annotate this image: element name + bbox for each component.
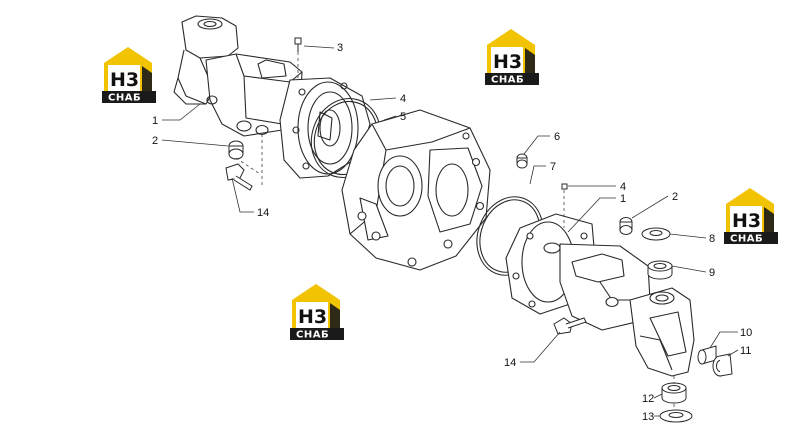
watermark-logo: Н3 СНАБ bbox=[102, 47, 156, 104]
callout-label: 3 bbox=[337, 42, 343, 54]
leader-lines bbox=[161, 45, 739, 417]
logo-mark: Н3 bbox=[298, 306, 327, 328]
logo-caption: СНАБ bbox=[108, 93, 141, 104]
bushing-12 bbox=[661, 382, 687, 404]
callout-label: 14 bbox=[257, 207, 269, 219]
logo-mark: Н3 bbox=[732, 210, 761, 232]
plug-2-left bbox=[228, 140, 244, 160]
callout-label: 13 bbox=[642, 411, 654, 423]
central-housing bbox=[341, 109, 491, 271]
bushing-9 bbox=[647, 260, 673, 280]
callout-label: 1 bbox=[620, 193, 626, 205]
callout-label: 9 bbox=[709, 267, 715, 279]
left-axle-housing bbox=[173, 15, 371, 179]
callout-label: 2 bbox=[152, 135, 158, 147]
callout-label: 12 bbox=[642, 393, 654, 405]
seal-11 bbox=[712, 353, 733, 377]
logo-caption: СНАБ bbox=[730, 234, 763, 245]
callout-label: 6 bbox=[554, 131, 560, 143]
callout-label: 14 bbox=[504, 357, 516, 369]
bolt-14-right bbox=[553, 317, 587, 335]
small-bolt-7 bbox=[561, 183, 568, 190]
callout-labels: 1 2 3 4 5 14 6 7 4 1 2 8 9 14 10 11 12 1… bbox=[152, 42, 752, 423]
bolt-14-left bbox=[225, 163, 253, 191]
callout-label: 10 bbox=[740, 327, 752, 339]
assembly-axis-lines bbox=[235, 52, 675, 410]
callout-label: 4 bbox=[620, 181, 626, 193]
callout-label: 4 bbox=[400, 93, 406, 105]
small-bolt-3 bbox=[294, 37, 302, 52]
callout-label: 7 bbox=[550, 161, 556, 173]
logo-mark: Н3 bbox=[110, 69, 139, 91]
right-axle-housing bbox=[505, 213, 695, 377]
plug-2-right bbox=[619, 217, 633, 235]
callout-label: 5 bbox=[400, 111, 406, 123]
watermark-logo: Н3 СНАБ bbox=[485, 29, 539, 86]
logo-caption: СНАБ bbox=[491, 75, 524, 86]
washer-8 bbox=[641, 227, 671, 241]
plug-6 bbox=[516, 153, 528, 169]
watermark-logo: Н3 СНАБ bbox=[290, 284, 344, 341]
logo-mark: Н3 bbox=[493, 51, 522, 73]
watermark-logo: Н3 СНАБ bbox=[724, 188, 778, 245]
logo-caption: СНАБ bbox=[296, 330, 329, 341]
callout-label: 2 bbox=[672, 191, 678, 203]
callout-label: 8 bbox=[709, 233, 715, 245]
washer-13 bbox=[659, 409, 693, 423]
callout-label: 1 bbox=[152, 115, 158, 127]
callout-label: 11 bbox=[740, 345, 751, 357]
